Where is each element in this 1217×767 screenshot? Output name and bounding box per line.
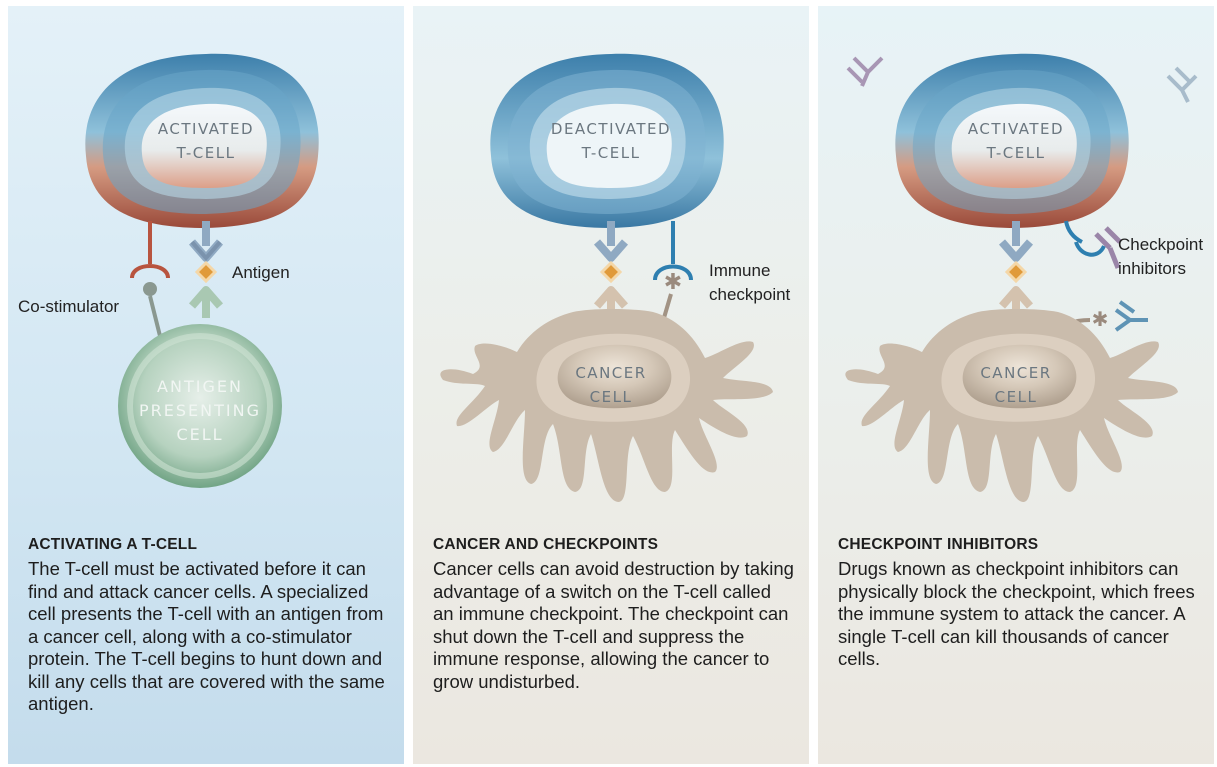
caption-activating: ACTIVATING A T-CELL The T-cell must be a… (28, 536, 390, 716)
antigen (1007, 263, 1025, 281)
cancer-label-line1: CANCER (980, 364, 1051, 382)
caption-heading: CHECKPOINT INHIBITORS (838, 536, 1200, 554)
svg-text:T-CELL: T-CELL (176, 144, 236, 162)
checkpoint-diagram: DEACTIVATED T-CELL ✱ Immune checkpoint C… (413, 6, 809, 526)
t-cell-label-line1: ACTIVATED (968, 120, 1064, 138)
co-stimulator-callout: Co-stimulator (18, 297, 119, 316)
t-cell-label-line2: T-CELL (176, 144, 236, 162)
checkpoint-ligand-icon: ✱ (664, 270, 682, 295)
antigen-callout: Antigen (232, 263, 290, 282)
apc-label-line1: ANTIGEN (157, 377, 243, 396)
cancer-label-line2: CELL (590, 388, 633, 406)
cancer-label-line1: CANCER (575, 364, 646, 382)
checkpoint-callout-line2: checkpoint (709, 285, 791, 304)
blocking-antibody-icon (1116, 302, 1148, 330)
panel-checkpoint-inhibitors: ACTIVATED T-CELL Checkpoint inhibitors ✱… (818, 6, 1214, 764)
panel-activating-t-cell: ACTIVATED T-CELL Antigen Co-stimulator A… (8, 6, 404, 764)
t-cell-label-line1: DEACTIVATED (551, 120, 671, 138)
antigen (602, 263, 620, 281)
svg-text:ACTIVATED: ACTIVATED (158, 120, 254, 138)
activation-diagram: ACTIVATED T-CELL Antigen Co-stimulator A… (8, 6, 404, 526)
antigen (197, 263, 215, 281)
caption-body: The T-cell must be activated before it c… (28, 558, 390, 716)
mhc-receptor (192, 290, 220, 318)
panel-cancer-checkpoints: DEACTIVATED T-CELL ✱ Immune checkpoint C… (413, 6, 809, 764)
antibody-icon (848, 58, 882, 86)
t-cell-label-line2: T-CELL (986, 144, 1046, 162)
inhibitors-callout-line2: inhibitors (1118, 259, 1186, 278)
caption-inhibitors: CHECKPOINT INHIBITORS Drugs known as che… (838, 536, 1200, 671)
cancer-label-line2: CELL (995, 388, 1038, 406)
immune-checkpoint-receptor (1066, 221, 1082, 242)
co-stimulator-ligand (143, 282, 157, 296)
t-cell-label-line1: ACTIVATED (158, 120, 254, 138)
antibody-icon (1168, 68, 1196, 102)
checkpoint-callout-line1: Immune (709, 261, 770, 280)
caption-body: Drugs known as checkpoint inhibitors can… (838, 558, 1200, 671)
inhibitor-diagram: ACTIVATED T-CELL Checkpoint inhibitors ✱… (818, 6, 1214, 526)
apc-label-line3: CELL (176, 425, 223, 444)
inhibitors-callout-line1: Checkpoint (1118, 235, 1203, 254)
checkpoint-ligand-icon: ✱ (1092, 307, 1109, 331)
caption-heading: CANCER AND CHECKPOINTS (433, 536, 795, 554)
checkpoint-inhibitor-antibody-icon (1096, 228, 1120, 268)
t-cell-label-line2: T-CELL (581, 144, 641, 162)
caption-heading: ACTIVATING A T-CELL (28, 536, 390, 554)
apc-label-line2: PRESENTING (139, 401, 261, 420)
caption-checkpoints: CANCER AND CHECKPOINTS Cancer cells can … (433, 536, 795, 693)
caption-body: Cancer cells can avoid destruction by ta… (433, 558, 795, 693)
